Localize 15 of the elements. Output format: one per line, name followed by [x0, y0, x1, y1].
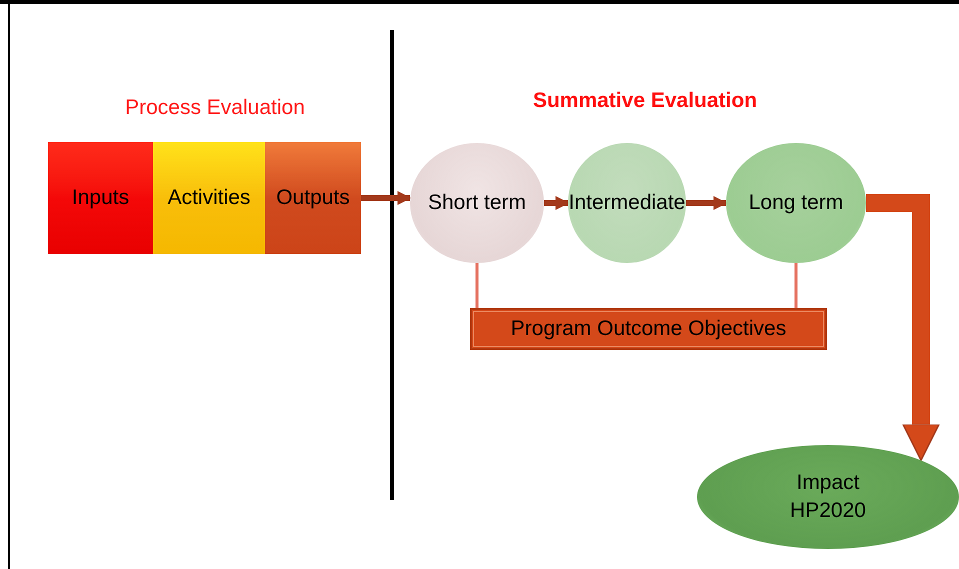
connector-line: [476, 263, 478, 308]
output-box: Outputs: [265, 142, 361, 254]
stage-ellipse: Short term: [410, 143, 544, 263]
stage-ellipse: Long term: [726, 143, 866, 263]
arrow: [686, 196, 728, 210]
activity-box: Activities: [153, 142, 265, 254]
section-heading: Process Evaluation: [124, 95, 306, 121]
objectives-box: Program Outcome Objectives: [470, 308, 827, 350]
section-heading: Summative Evaluation: [532, 88, 758, 114]
stage-ellipse: Intermediate: [568, 143, 686, 263]
arrow: [361, 191, 412, 205]
arrow: [544, 196, 570, 210]
input-box: Inputs: [48, 142, 153, 254]
connector-line: [794, 263, 798, 308]
impact-ellipse: Impact HP2020: [697, 445, 959, 549]
